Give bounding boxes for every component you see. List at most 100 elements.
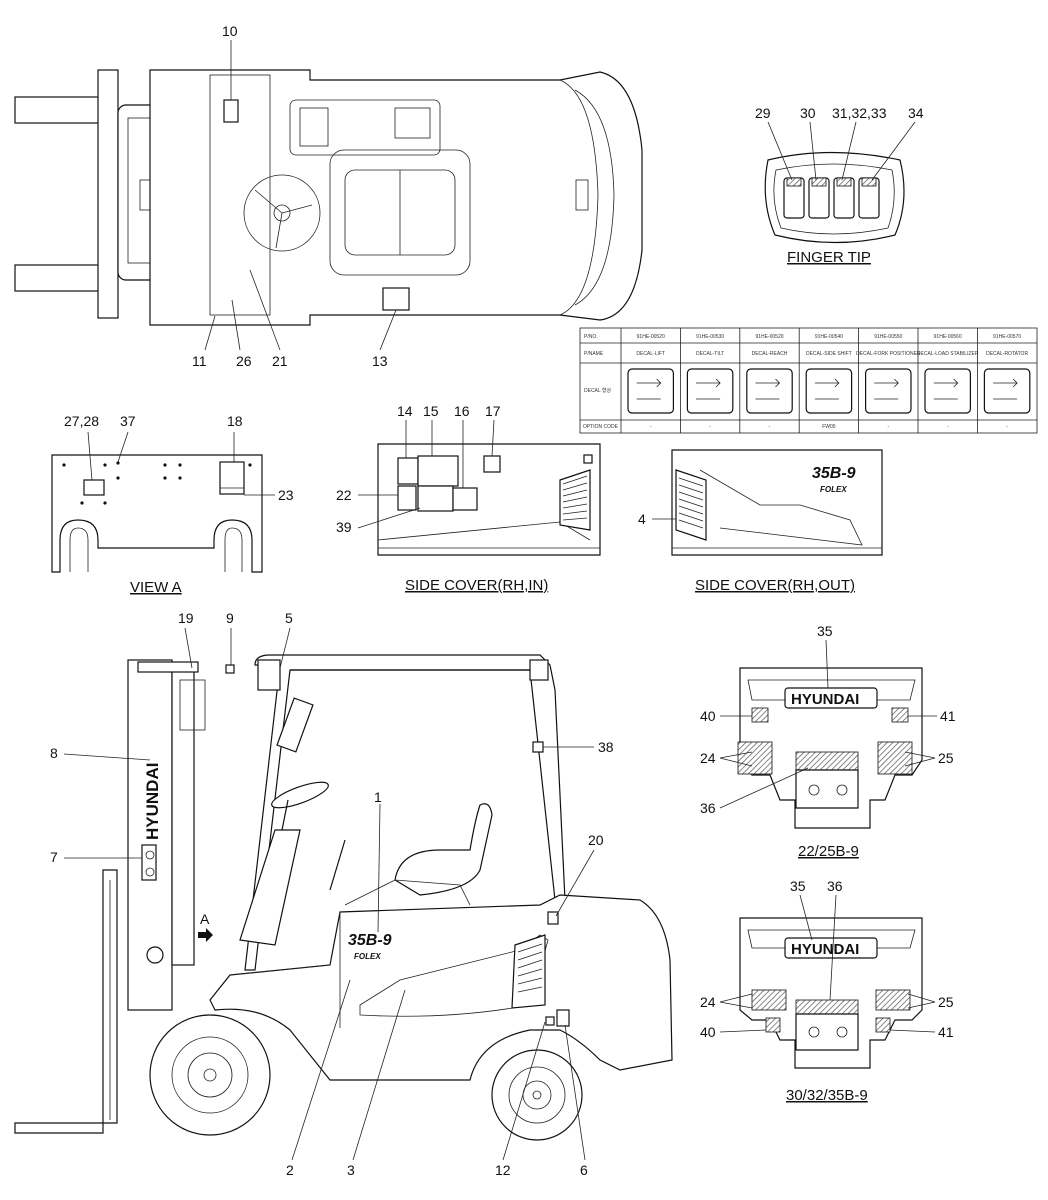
callout-17: 17 <box>485 403 501 419</box>
side-view-leaders <box>63 627 595 1161</box>
callout-38: 38 <box>598 739 614 755</box>
callout-24-b: 24 <box>700 994 716 1010</box>
finger-tip-unit <box>764 121 916 244</box>
callout-29: 29 <box>755 105 771 121</box>
table-cell-part-name: DECAL-FORK POSITIONER <box>856 351 921 357</box>
callout-27-28: 27,28 <box>64 413 99 429</box>
table-cell-option-code: - <box>947 424 949 430</box>
table-cell-option-code: FW05 <box>822 424 836 430</box>
callout-10: 10 <box>222 23 238 39</box>
table-cell-part-number: 91HE-00560 <box>934 334 962 340</box>
side-view-model: 35B-9 <box>348 932 392 949</box>
side-cover-out <box>652 449 883 556</box>
callout-34: 34 <box>908 105 924 121</box>
view-a-holes <box>62 461 252 505</box>
callout-11: 11 <box>192 353 207 369</box>
callout-16: 16 <box>454 403 470 419</box>
callout-37: 37 <box>120 413 136 429</box>
decal-symbol-icon <box>983 368 1031 414</box>
callout-8: 8 <box>50 745 58 761</box>
callout-41-b: 41 <box>938 1024 954 1040</box>
callout-19: 19 <box>178 610 194 626</box>
decal-arrow-icon <box>696 378 721 400</box>
decal-arrow-icon <box>993 378 1018 400</box>
callout-31-32-33: 31,32,33 <box>832 105 887 121</box>
table-cell-part-number: 91HE-00520 <box>755 334 783 340</box>
side-cover-out-model: 35B-9 <box>812 465 856 482</box>
side-cover-out-brand: FOLEX <box>820 485 847 494</box>
callout-22: 22 <box>336 487 352 503</box>
callout-1: 1 <box>374 789 382 805</box>
table-row-label-shape: DECAL 형상 <box>584 387 611 394</box>
decal-arrow-icon <box>874 378 899 400</box>
rear-22-brand: HYUNDAI <box>791 691 859 708</box>
table-cell-part-name: DECAL-TILT <box>696 351 724 357</box>
callout-25-b: 25 <box>938 994 954 1010</box>
decal-symbol-icon <box>805 368 853 414</box>
side-cover-in-caption: SIDE COVER(RH,IN) <box>405 577 548 594</box>
callout-39: 39 <box>336 519 352 535</box>
decal-arrow-icon <box>636 378 662 400</box>
decal-arrow-icon <box>933 378 959 400</box>
top-view <box>14 69 643 326</box>
callout-4: 4 <box>638 511 646 527</box>
decal-symbol-icon <box>686 368 734 414</box>
side-cover-in <box>357 419 601 556</box>
side-cover-out-louver <box>675 469 707 541</box>
callout-35-b: 35 <box>790 878 806 894</box>
decal-table <box>579 327 1038 434</box>
table-cell-part-number: 91HE-00550 <box>874 334 902 340</box>
rear-22-caption: 22/25B-9 <box>798 843 859 860</box>
callout-5: 5 <box>285 610 293 626</box>
side-view-louver <box>511 934 546 1009</box>
callout-36-b: 36 <box>827 878 843 894</box>
decal-arrow-icon <box>755 378 781 400</box>
callout-21: 21 <box>272 353 288 369</box>
table-cell-part-number: 91HE-00570 <box>993 334 1021 340</box>
table-row-label-pname: P/NAME <box>584 351 604 357</box>
table-cell-part-number: 91HE-00530 <box>696 334 724 340</box>
table-cell-option-code: - <box>1006 424 1008 430</box>
finger-tip-switches <box>783 177 880 219</box>
view-a-plate <box>51 431 275 573</box>
decal-arrow-icon <box>814 378 840 400</box>
rear-view-30-35 <box>719 894 936 1069</box>
table-row-label-pno: P/NO. <box>584 334 598 340</box>
table-cell-option-code: - <box>650 424 652 430</box>
table-cell-part-name: DECAL-REACH <box>752 351 788 357</box>
rear-30-brand: HYUNDAI <box>791 941 859 958</box>
decal-symbol-icon <box>864 368 912 414</box>
callout-41-a: 41 <box>940 708 956 724</box>
table-cell-option-code: - <box>709 424 711 430</box>
callout-40-a: 40 <box>700 708 716 724</box>
callout-14: 14 <box>397 403 413 419</box>
callout-12: 12 <box>495 1162 511 1178</box>
decal-symbol-icon <box>627 368 675 414</box>
table-cell-part-number: 91HE-00540 <box>815 334 843 340</box>
callout-3: 3 <box>347 1162 355 1178</box>
decal-symbol-icon <box>924 368 972 414</box>
rear-30-caption: 30/32/35B-9 <box>786 1087 868 1104</box>
table-cell-part-name: DECAL-LIFT <box>636 351 665 357</box>
callout-35-a: 35 <box>817 623 833 639</box>
callout-18: 18 <box>227 413 243 429</box>
callout-7: 7 <box>50 849 58 865</box>
table-cell-option-code: - <box>887 424 889 430</box>
table-cell-part-name: DECAL-ROTATOR <box>986 351 1028 357</box>
callout-2: 2 <box>286 1162 294 1178</box>
table-cell-part-number: 91HE-00520 <box>637 334 665 340</box>
callout-36-a: 36 <box>700 800 716 816</box>
top-view-leaders <box>204 40 397 351</box>
side-cover-out-caption: SIDE COVER(RH,OUT) <box>695 577 855 594</box>
table-cell-part-name: DECAL-SIDE SHIFT <box>806 351 852 357</box>
side-cover-in-louver <box>559 469 591 531</box>
table-row-label-option: OPTION CODE <box>583 424 619 430</box>
forklift-side-view <box>14 654 673 1141</box>
callout-6: 6 <box>580 1162 588 1178</box>
callout-9: 9 <box>226 610 234 626</box>
callout-15: 15 <box>423 403 439 419</box>
callout-30: 30 <box>800 105 816 121</box>
